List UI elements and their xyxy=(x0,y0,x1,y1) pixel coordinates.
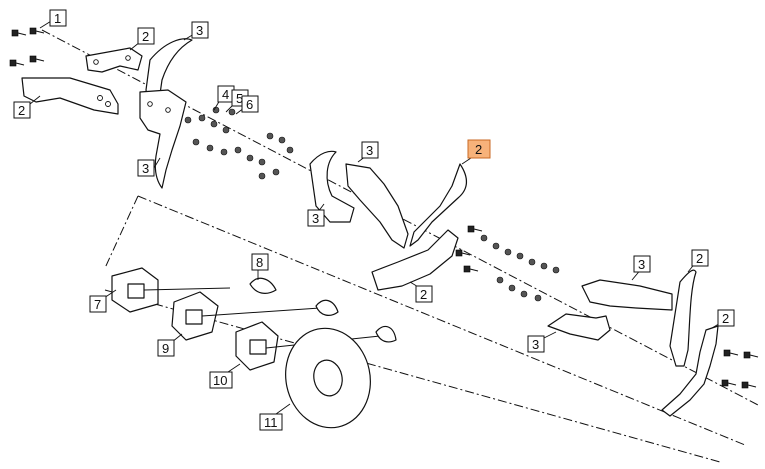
svg-text:2: 2 xyxy=(475,142,482,157)
bolt-set-top-left xyxy=(9,27,45,67)
callout-8: 8 xyxy=(251,253,269,271)
callout-2-bracket-left: 2 xyxy=(137,27,155,45)
svg-text:8: 8 xyxy=(256,255,263,270)
svg-text:9: 9 xyxy=(162,341,169,356)
callout-2-highlighted: 2 xyxy=(467,139,491,159)
callout-3-bracket-right-lower: 3 xyxy=(527,335,545,353)
bracket-upper-left xyxy=(85,47,143,73)
blade-center xyxy=(371,229,459,291)
callout-6: 6 xyxy=(241,95,259,113)
scoop-8b xyxy=(315,299,339,316)
svg-text:3: 3 xyxy=(196,23,203,38)
nut-cluster-left xyxy=(184,106,294,180)
tine-right-upper xyxy=(669,269,697,367)
nut-cluster-right xyxy=(455,225,560,302)
bracket-right-lower xyxy=(547,313,611,341)
tine-right-lower xyxy=(661,325,719,417)
bracket-right-upper xyxy=(581,279,673,311)
callout-3-tine-upper: 3 xyxy=(191,21,209,39)
callout-4: 4 xyxy=(217,85,235,103)
svg-text:2: 2 xyxy=(142,29,149,44)
callout-2-tine-right-upper: 2 xyxy=(691,249,709,267)
flange-hub-10 xyxy=(235,321,381,371)
svg-text:1: 1 xyxy=(54,11,61,26)
disc-11 xyxy=(285,327,371,429)
svg-text:6: 6 xyxy=(246,97,253,112)
tine-highlighted xyxy=(409,163,468,247)
callout-10: 10 xyxy=(209,371,233,389)
callout-7: 7 xyxy=(89,295,107,313)
tine-curved-lower-left xyxy=(139,89,187,189)
svg-text:3: 3 xyxy=(638,257,645,272)
blade-flat-left xyxy=(21,77,119,115)
svg-text:2: 2 xyxy=(696,251,703,266)
callout-11: 11 xyxy=(259,413,283,431)
tine-curved-center-left xyxy=(309,150,355,223)
callout-3-bracket-right-upper: 3 xyxy=(633,255,651,273)
svg-text:2: 2 xyxy=(420,287,427,302)
svg-text:5: 5 xyxy=(236,91,243,106)
callout-3-tine-lower-left: 3 xyxy=(137,159,155,177)
callout-3-tine-center-left: 3 xyxy=(307,209,325,227)
flange-hub-7 xyxy=(111,267,231,313)
tine-curved-center xyxy=(345,163,409,249)
svg-text:2: 2 xyxy=(18,103,25,118)
scoop-8a xyxy=(249,277,277,294)
callout-2-blade-center: 2 xyxy=(415,285,433,303)
svg-text:7: 7 xyxy=(94,297,101,312)
callout-2-tine-right-lower: 2 xyxy=(717,309,735,327)
callout-1: 1 xyxy=(49,9,67,27)
callout-3-tine-center: 3 xyxy=(361,141,379,159)
assembly-envelope-line xyxy=(104,195,139,269)
svg-text:3: 3 xyxy=(312,211,319,226)
svg-text:3: 3 xyxy=(532,337,539,352)
scoop-8c xyxy=(375,325,397,343)
svg-text:3: 3 xyxy=(366,143,373,158)
bolt-set-right xyxy=(721,349,759,389)
callout-9: 9 xyxy=(157,339,175,357)
assembly-envelope-line xyxy=(137,195,746,446)
svg-text:2: 2 xyxy=(722,311,729,326)
svg-text:4: 4 xyxy=(222,87,229,102)
svg-text:3: 3 xyxy=(142,161,149,176)
callout-2-blade-left: 2 xyxy=(13,101,31,119)
svg-text:10: 10 xyxy=(213,373,227,388)
flange-hub-9 xyxy=(171,291,321,341)
svg-text:11: 11 xyxy=(264,415,278,430)
